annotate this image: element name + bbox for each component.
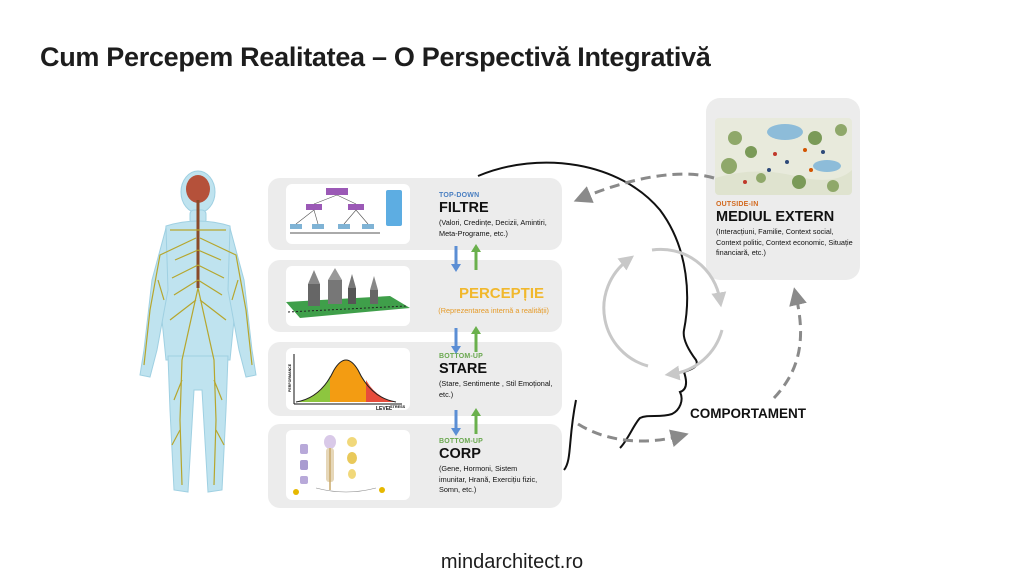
perceptie-description: (Reprezentarea internă a realității) [438,306,549,315]
mediul-extern-card: OUTSIDE-IN MEDIUL EXTERN (Interacțiuni, … [706,98,860,280]
perceptie-image [286,266,410,326]
cycle-arrows-icon [602,247,727,381]
stress-curve-image: PERFORMANCE STRESS [286,348,410,410]
mediul-extern-image [715,118,852,195]
filtre-subtitle: TOP-DOWN [439,192,480,199]
filtre-description: (Valori, Credințe, Decizii, Amintiri, Me… [439,218,547,238]
perceptie-heading: PERCEPȚIE [458,285,544,302]
corp-anatomy-image [286,430,410,500]
mediul-extern-subtitle: OUTSIDE-IN [716,201,759,208]
stare-card: PERFORMANCE STRESS BOTTOM-UP STARE (Star… [268,342,562,416]
footer-url: mindarchitect.ro [440,551,584,573]
corp-card: BOTTOM-UP CORP (Gene, Hormoni, Sistem im… [268,424,562,508]
human-nervous-system-figure [139,170,257,493]
page-title: Cum Percepem Realitatea – O Perspectivă … [40,42,711,72]
filtre-card: TOP-DOWN FILTRE (Valori, Credințe, Deciz… [268,178,562,250]
perceptie-card: PERCEPȚIE (Reprezentarea internă a reali… [268,260,562,332]
mediul-extern-description: (Interacțiuni, Familie, Context social, … [716,227,853,257]
stress-chart-ylabel: PERFORMANCE [288,363,292,392]
mediul-extern-heading: MEDIUL EXTERN [716,209,835,225]
stare-heading: STARE [439,361,488,377]
filtre-heading: FILTRE [439,200,489,216]
stare-subtitle: BOTTOM-UP [439,353,484,360]
comportament-label: COMPORTAMENT [690,406,806,421]
stress-chart-xlabel-level: LEVEL [376,406,393,412]
corp-subtitle: BOTTOM-UP [439,438,484,445]
stress-chart-xlabel: STRESS [390,405,406,409]
corp-description: (Gene, Hormoni, Sistem imunitar, Hrană, … [439,464,538,494]
filtre-diagram-image [286,184,410,244]
corp-heading: CORP [439,446,481,462]
stare-description: (Stare, Sentimente , Stil Emoțional, etc… [439,379,553,399]
